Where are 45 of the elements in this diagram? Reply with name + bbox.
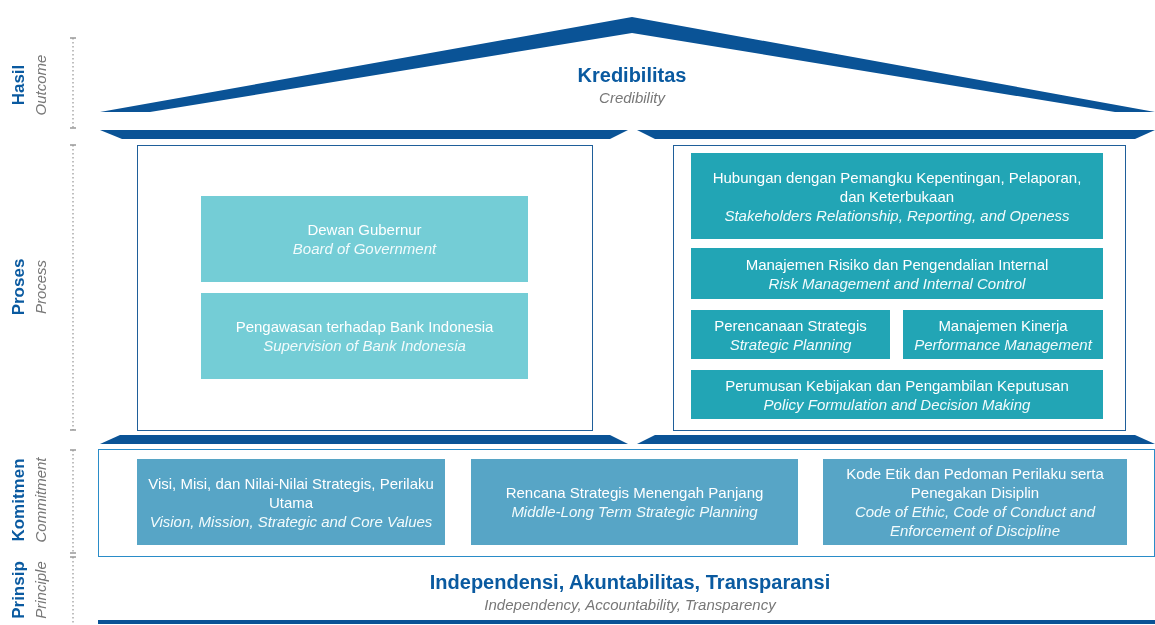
subtitle-text: Credibility [599,87,665,107]
subtitle-text: Independency, Accountability, Transparency [484,594,776,614]
box-title: Perumusan Kebijakan dan Pengambilan Keputusan [725,375,1069,395]
subtitle-text: Code of Ethic, Code of Conduct and Enforcement of Discipline [853,502,1097,540]
section-label: Process [31,259,50,315]
box-title: Pengawasan terhadap Bank Indonesia [235,317,494,336]
commitment-box [137,459,445,545]
subtitle-text: Stakeholders Relationship, Reporting, and Openess [724,205,1070,225]
commitment-box [471,459,798,545]
process-box [201,196,528,282]
box-title: Hubungan dengan Pemangku Kepentingan, Pelaporan, dan Keterbukaan [711,167,1083,206]
heading-text: Kredibilitas [577,62,687,88]
heading-text: Independensi, Akuntabilitas, Transparansi [429,569,831,595]
subtitle-text: Vision, Mission, Strategic and Core Values [149,511,433,531]
box-title: Dewan Gubernur [307,220,422,239]
box-title: Manajemen Kinerja [938,315,1068,335]
frame-box [98,449,1155,557]
process-box [903,310,1103,359]
subtitle-text: Strategic Planning [729,334,852,354]
box-title: Perencanaan Strategis [714,315,867,335]
subtitle-text: Middle-Long Term Strategic Planning [511,502,758,521]
frame-box [137,145,593,431]
subtitle-text: Supervision of Bank Indonesia [263,336,466,355]
subtitle-text: Board of Government [292,239,437,258]
subtitle-text: Risk Management and Internal Control [768,273,1026,293]
subtitle-text: Performance Management [914,334,1092,354]
section-label: Principle [31,561,50,619]
subtitle-text: Policy Formulation and Decision Making [763,394,1031,414]
process-box [691,153,1103,239]
frame-box [673,145,1126,431]
section-label: Hasil [9,64,29,106]
box-title: Visi, Misi, dan Nilai-Nilai Strategis, Perilaku Utama [147,473,435,512]
process-box [201,293,528,379]
box-title: Kode Etik dan Pedoman Perilaku serta Penegakan Disiplin [845,464,1105,502]
section-label: Outcome [31,54,50,116]
box-title: Rencana Strategis Menengah Panjang [505,483,764,502]
section-label: Komitmen [9,458,29,542]
process-box [691,310,890,359]
commitment-box [823,459,1127,545]
box-title: Manajemen Risiko dan Pengendalian Internal [745,254,1049,274]
section-label: Commitment [31,457,50,543]
process-box [691,248,1103,299]
process-box [691,370,1103,419]
section-label: Proses [9,258,29,316]
section-label: Prinsip [9,561,29,619]
